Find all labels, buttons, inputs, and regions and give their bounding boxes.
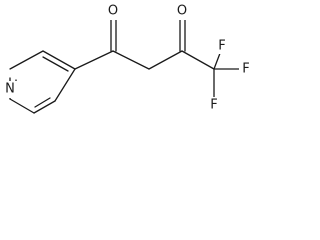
bond-c2-to-c3 bbox=[148, 50, 183, 70]
bond-ring-4 bbox=[54, 68, 76, 102]
bond-ring-to-c1 bbox=[74, 50, 114, 70]
bond-ring-6 bbox=[9, 50, 44, 70]
atom-labels: N O O F F F bbox=[3, 3, 253, 113]
bond-ring-5 bbox=[42, 50, 76, 70]
fluorine-label-right: F bbox=[242, 62, 249, 77]
pyridine-ring bbox=[9, 50, 76, 114]
bond-ring-2 bbox=[9, 98, 35, 114]
chemical-structure: N O O F F F bbox=[3, 3, 253, 114]
carbon-chain bbox=[74, 16, 241, 99]
bond-c1-to-c2 bbox=[112, 50, 150, 70]
bond-ring-3 bbox=[33, 100, 56, 114]
bond-ring-inner-2 bbox=[34, 97, 51, 108]
fluorine-label-bottom: F bbox=[210, 98, 217, 113]
oxygen-label-1: O bbox=[108, 4, 118, 19]
fluorine-label-top: F bbox=[218, 39, 225, 54]
oxygen-label-2: O bbox=[177, 4, 187, 19]
bond-c3-to-cf3 bbox=[181, 50, 215, 70]
structure-canvas: N O O F F F bbox=[0, 0, 258, 134]
bond-ring-inner-3 bbox=[42, 56, 69, 72]
nitrogen-label: N bbox=[5, 82, 15, 97]
